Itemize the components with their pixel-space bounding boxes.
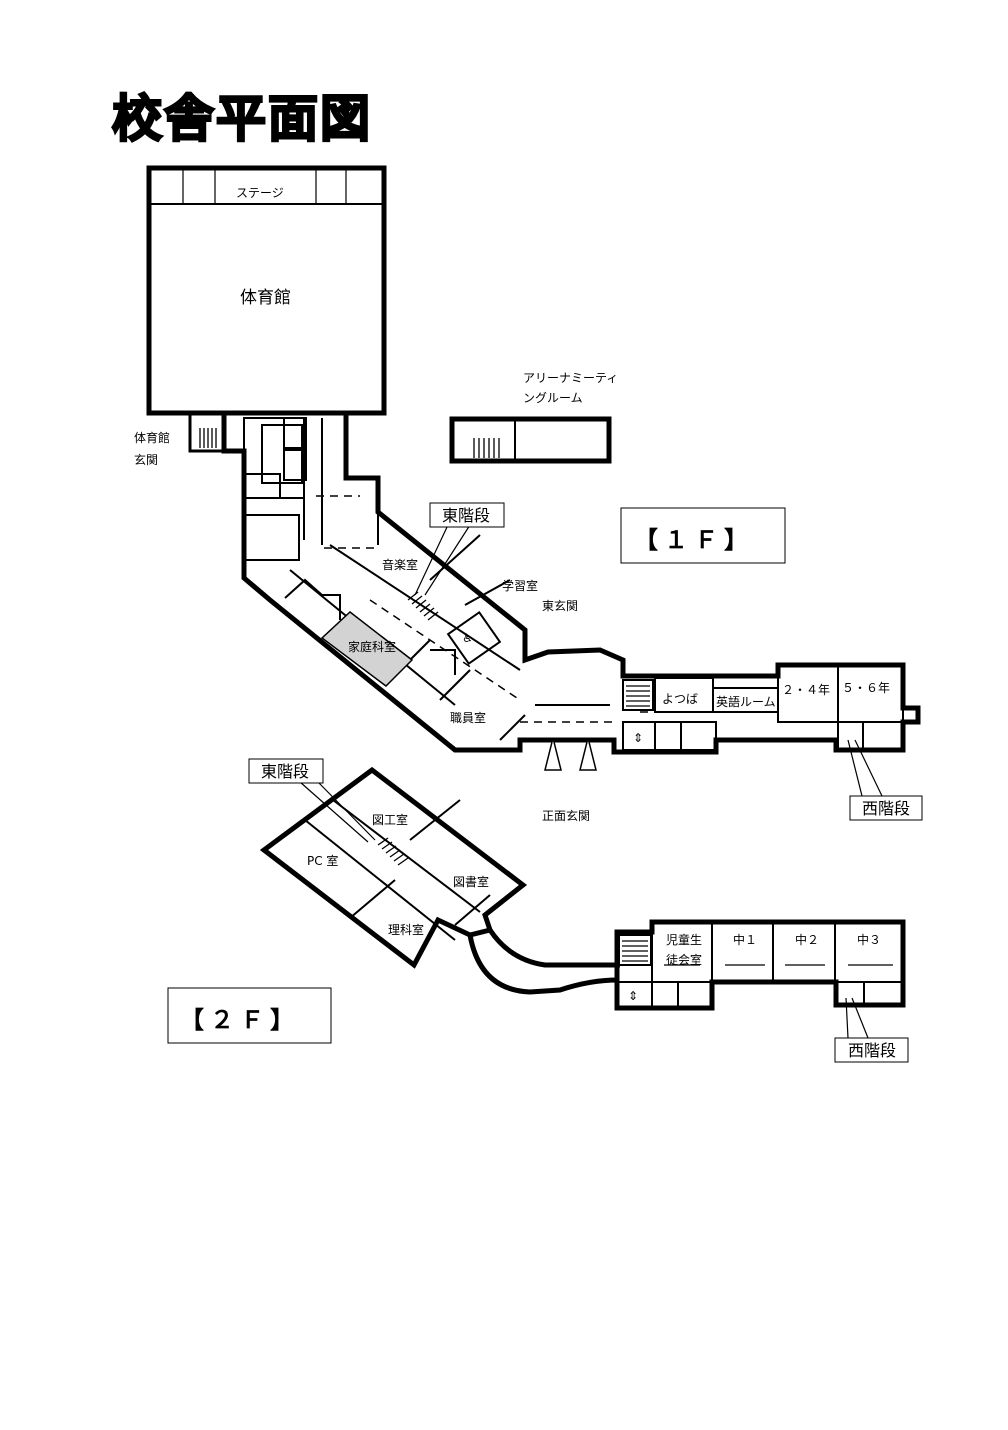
library-label: 図書室 [453,874,489,889]
gym-entrance-label-2: 玄関 [134,452,158,467]
page-title: 校舎平面図 [112,90,372,148]
stairs-icon [622,940,648,962]
arrow-updown-icon: ⇕ [633,731,643,745]
east-stairs-2f-callout: 東階段 [261,762,309,781]
art-room-label: 図工室 [372,812,408,827]
pc-room-label: PC 室 [307,853,338,868]
student-council-label-1: 児童生 [666,932,702,947]
arrow-updown-icon: ⇕ [628,989,638,1003]
building-1f-outline [221,410,921,755]
home-ec-room [320,611,414,687]
grade-2-4-label: ２・４年 [782,683,830,697]
arena-meeting-label-1: アリーナミーティ [523,371,618,385]
floor-1-label: 【１Ｆ】 [634,526,754,554]
jh1-room-label: 中１ [733,932,757,947]
study-room-label: 学習室 [502,578,538,593]
stage-label: ステージ [236,186,284,200]
arena-meeting-room [449,416,612,464]
main-entrance-label: 正面玄関 [542,808,590,823]
arrow-up-icon [579,737,597,771]
connector-corridor [467,934,619,995]
stairs-icon [377,837,409,866]
toilet-icon: ♿ [462,631,473,645]
jh2-room-label: 中２ [795,932,819,947]
stairs-icon [626,685,650,707]
west-stairs-1f-callout: 西階段 [862,799,910,818]
grade-5-6-label: ５・６年 [842,681,890,695]
floor-1-plan: ステージ 体育館 体育館 玄関 [134,165,923,823]
science-room-label: 理科室 [388,922,424,937]
floor-2-plan: ⇕ 図工室 PC 室 図書室 理科室 児童生 徒会室 中１ 中２ 中３ 東階段 … [167,758,909,1063]
east-entrance-label: 東玄関 [542,598,578,613]
gym-label: 体育館 [240,288,291,308]
arrow-up-icon [544,737,562,771]
home-ec-label: 家庭科室 [348,639,396,654]
east-stairs-1f-callout: 東階段 [442,506,490,525]
english-room-label: 英語ルーム [716,694,776,709]
west-stairs-2f-callout: 西階段 [848,1041,896,1060]
student-council-label-2: 徒会室 [666,952,702,967]
stairs-icon [199,428,217,448]
stairs-icon [473,438,500,458]
music-room-label: 音楽室 [382,557,418,572]
arena-meeting-label-2: ングルーム [523,391,583,405]
floor-2-label: 【２Ｆ】 [180,1006,300,1034]
yotsuba-room-label: よつば [662,692,698,706]
gym-entrance-label-1: 体育館 [134,430,170,445]
jh3-room-label: 中３ [857,932,881,947]
staff-room-label: 職員室 [450,710,486,725]
